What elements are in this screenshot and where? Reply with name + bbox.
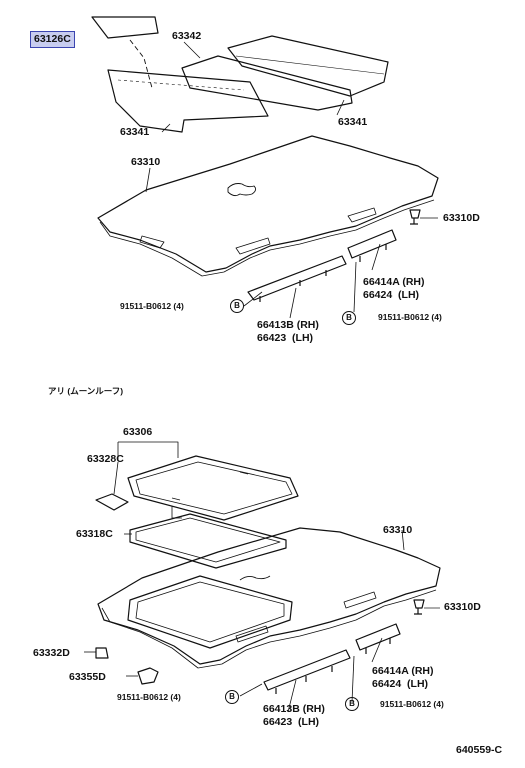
lamp-63355d [138, 668, 158, 684]
sunshade-63306 [128, 456, 298, 520]
ref-b-circle: B [345, 697, 359, 711]
insulator-63342 [182, 56, 352, 110]
side-lh: (LH) [407, 678, 429, 691]
part-label-91511-bottom-right[interactable]: 91511-B0612 (4) [380, 699, 444, 709]
part-label-91511-top-right[interactable]: 91511-B0612 (4) [378, 312, 442, 322]
part-label-66423-top[interactable]: 66423 [257, 332, 287, 345]
side-lh: (LH) [292, 332, 314, 345]
side-rh: (RH) [302, 703, 325, 715]
part-label-63341-left[interactable]: 63341 [120, 126, 150, 138]
part-label-91511-top-left[interactable]: 91511-B0612 (4) [120, 301, 184, 311]
part-label-63328c[interactable]: 63328C [87, 453, 124, 465]
part-label-63306[interactable]: 63306 [123, 426, 153, 438]
part-label-66424-top[interactable]: 66424 [363, 289, 393, 302]
guide-line [130, 40, 152, 88]
clip-63310d-bottom [414, 600, 424, 614]
part-label-63318c[interactable]: 63318C [76, 528, 113, 540]
side-lh: (LH) [298, 716, 320, 729]
moonroof-note: アリ (ムーンルーフ) [48, 386, 124, 396]
side-rh: (RH) [296, 319, 319, 331]
insulator-63341-left [108, 70, 268, 132]
part-label-66414a-bottom[interactable]: 66414A [372, 665, 409, 677]
part-label-63310-bottom[interactable]: 63310 [383, 524, 413, 536]
part-label-66413b-bottom[interactable]: 66413B [263, 703, 300, 715]
ref-b-circle: B [225, 690, 239, 704]
insulator-63341-right [228, 36, 388, 96]
part-label-63310-top[interactable]: 63310 [131, 156, 161, 168]
part-label-66414a-top[interactable]: 66414A [363, 276, 400, 288]
assist-rail-66414a-top [348, 230, 396, 258]
part-label-63332d[interactable]: 63332D [33, 647, 70, 659]
insulator-pad-63126c [92, 17, 158, 38]
part-label-66423-bottom[interactable]: 66423 [263, 716, 293, 729]
clip-63310d-top [410, 210, 420, 224]
ref-b-circle: B [342, 311, 356, 325]
assist-rail-66413b-top [248, 256, 346, 300]
part-label-63355d[interactable]: 63355D [69, 671, 106, 683]
assist-rail-66413b-bottom [264, 650, 350, 690]
assist-rail-66414a-bottom [356, 624, 400, 650]
side-rh: (RH) [402, 276, 425, 288]
headliner-63310-top [98, 136, 438, 272]
side-lh: (LH) [398, 289, 420, 302]
dome-lamp-opening [228, 184, 256, 196]
part-label-63342[interactable]: 63342 [172, 30, 202, 42]
part-label-63341-right[interactable]: 63341 [338, 116, 368, 128]
diagram-code: 640559-C [456, 744, 503, 756]
part-label-91511-bottom-left[interactable]: 91511-B0612 (4) [117, 692, 181, 702]
headliner-63310-bottom [98, 528, 440, 664]
part-label-63126c[interactable]: 63126C [30, 31, 75, 48]
trim-63318c [130, 514, 286, 568]
handle-63328c [96, 494, 128, 510]
part-label-66424-bottom[interactable]: 66424 [372, 678, 402, 691]
moonroof-opening [128, 576, 292, 648]
part-label-63310d-top[interactable]: 63310D [443, 212, 480, 224]
side-rh: (RH) [411, 665, 434, 677]
part-label-66413b-top[interactable]: 66413B [257, 319, 294, 331]
holder-63332d [96, 648, 108, 658]
part-label-63310d-bottom[interactable]: 63310D [444, 601, 481, 613]
ref-b-circle: B [230, 299, 244, 313]
